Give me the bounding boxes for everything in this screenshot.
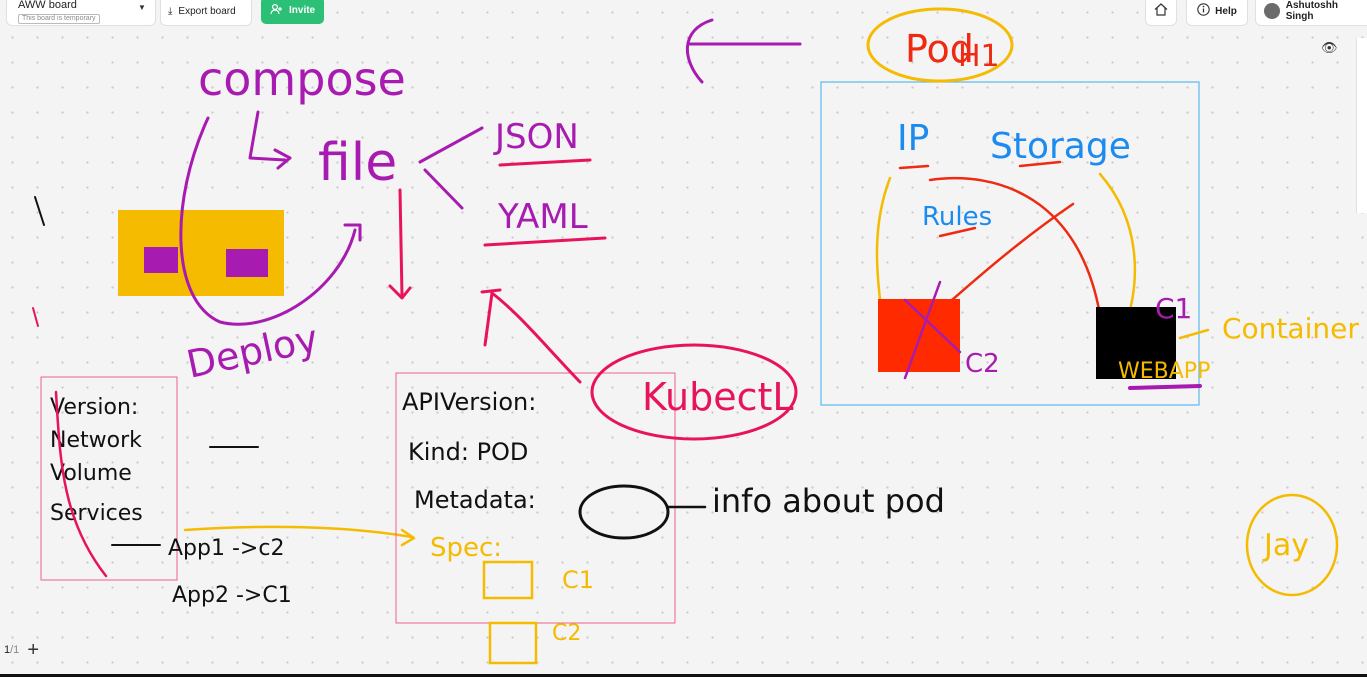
stroke-mark-1 bbox=[34, 196, 45, 226]
bottom-bar bbox=[0, 674, 1367, 677]
page-indicator: 1/1 + bbox=[4, 639, 39, 661]
container-block-2 bbox=[226, 249, 268, 277]
c2-pod-text: C2 bbox=[965, 349, 1000, 379]
pod-flow-lines bbox=[928, 176, 1102, 317]
spec-c2-text: C2 bbox=[552, 621, 581, 646]
webapp-underline bbox=[1128, 384, 1202, 390]
spec-container-c2 bbox=[488, 621, 538, 665]
container-cross bbox=[903, 280, 962, 380]
right-toolbar[interactable] bbox=[1356, 38, 1367, 213]
json-text: JSON bbox=[493, 117, 579, 157]
yaml-text: YAML bbox=[497, 197, 588, 237]
add-user-icon bbox=[270, 3, 283, 18]
invite-button[interactable]: Invite bbox=[261, 0, 324, 24]
help-label: Help bbox=[1215, 5, 1237, 17]
file-text: file bbox=[318, 133, 397, 193]
page-number: 1/1 bbox=[4, 644, 20, 656]
app2-text: App2 ->C1 bbox=[172, 583, 292, 608]
kubectl-arrow bbox=[480, 288, 582, 384]
spec-container-c1 bbox=[482, 560, 534, 600]
compose-spec-box bbox=[40, 376, 178, 581]
board-selector[interactable]: AWW board This board is temporary ▼ bbox=[6, 0, 156, 26]
arrow-compose-file bbox=[248, 110, 292, 170]
storage-text: Storage bbox=[990, 126, 1131, 167]
container-c1-block bbox=[1096, 307, 1176, 379]
invite-label: Invite bbox=[289, 5, 316, 16]
container-pointer bbox=[1178, 328, 1210, 340]
chevron-down-icon[interactable]: ▼ bbox=[138, 3, 146, 12]
user-menu-button[interactable]: Ashutoshh Singh bbox=[1255, 0, 1367, 26]
metadata-text: Metadata: bbox=[414, 486, 536, 514]
network-text: Network bbox=[50, 428, 142, 453]
container-block-1 bbox=[144, 247, 178, 273]
json-underline bbox=[498, 158, 592, 167]
apiversion-text: APIVersion: bbox=[402, 388, 536, 416]
container-text: Container bbox=[1222, 312, 1359, 345]
rules-text: Rules bbox=[922, 202, 992, 232]
eye-icon[interactable]: 👁 bbox=[1321, 40, 1338, 55]
pod-title-text: Pod bbox=[905, 27, 974, 71]
kubectl-text: KubectL bbox=[642, 375, 794, 419]
file-branches bbox=[418, 126, 484, 210]
download-icon: ⤓ bbox=[168, 5, 173, 17]
rules-underline bbox=[938, 226, 977, 238]
compose-text: compose bbox=[198, 52, 406, 106]
info-icon bbox=[1197, 3, 1210, 19]
metadata-blob bbox=[578, 484, 670, 540]
export-board-button[interactable]: ⤓ Export board bbox=[160, 0, 252, 26]
c1-pod-text: C1 bbox=[1155, 292, 1192, 325]
deploy-text: Deploy bbox=[183, 316, 322, 387]
webapp-text: WEBAPP bbox=[1118, 359, 1210, 384]
home-icon bbox=[1154, 3, 1168, 19]
board-title: AWW board bbox=[18, 0, 77, 11]
left-box-slash bbox=[54, 390, 108, 578]
help-button[interactable]: Help bbox=[1186, 0, 1248, 26]
stroke-mark-2 bbox=[32, 307, 39, 327]
kubectl-circle bbox=[590, 343, 798, 441]
signature-circle bbox=[1245, 493, 1339, 597]
home-button[interactable] bbox=[1145, 0, 1177, 26]
add-page-icon[interactable]: + bbox=[27, 639, 39, 661]
user-name: Ashutoshh Singh bbox=[1285, 0, 1338, 22]
pod-h1-text: H1 bbox=[958, 39, 1000, 74]
avatar bbox=[1264, 3, 1280, 19]
app1-text: App1 ->c2 bbox=[168, 536, 284, 561]
export-board-label: Export board bbox=[178, 5, 236, 17]
left-arrow bbox=[686, 18, 802, 84]
pod-title-circle bbox=[866, 7, 1014, 83]
ip-text: IP bbox=[897, 118, 929, 159]
ip-storage-underlines bbox=[898, 160, 1062, 170]
yaml-underline bbox=[483, 236, 607, 247]
services-to-spec-arrow bbox=[183, 525, 416, 547]
file-down-arrow bbox=[388, 188, 412, 300]
container-c2-block bbox=[878, 299, 960, 372]
spec-c1-text: C1 bbox=[562, 566, 594, 594]
deploy-loop bbox=[179, 116, 362, 326]
signature-text: Jay bbox=[1262, 528, 1309, 563]
kind-text: Kind: POD bbox=[408, 438, 528, 466]
version-text: Version: bbox=[50, 395, 138, 420]
pod-diagram-box bbox=[820, 81, 1200, 406]
services-text: Services bbox=[50, 501, 143, 526]
board-temporary-badge: This board is temporary bbox=[18, 14, 100, 24]
spec-text: Spec: bbox=[430, 533, 502, 563]
info-about-pod-text: info about pod bbox=[712, 482, 945, 520]
